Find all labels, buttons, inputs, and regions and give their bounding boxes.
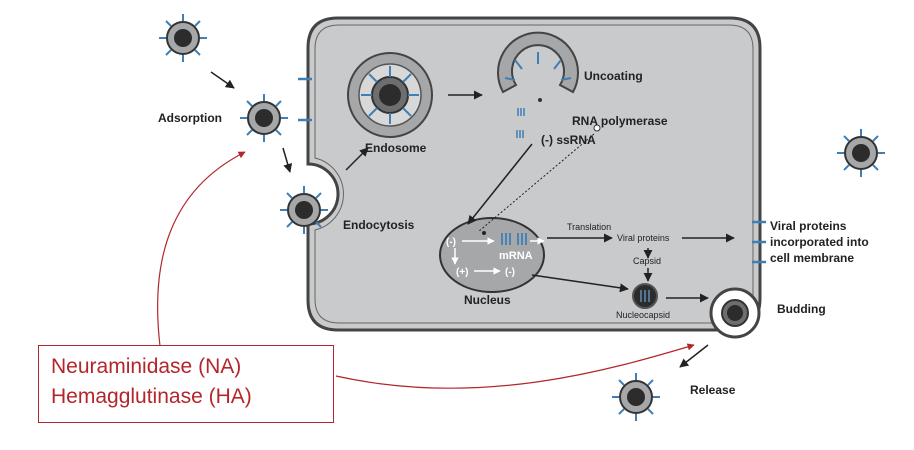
viral-proteins-line3: cell membrane	[770, 251, 854, 265]
release-label: Release	[690, 383, 736, 397]
viral-proteins-line2: incorporated into	[770, 235, 869, 249]
viral-proteins-line1: Viral proteins	[770, 219, 847, 233]
process-arrows	[210, 71, 735, 368]
callout-line-neuraminidase: Neuraminidase (NA)	[51, 355, 242, 378]
budding-particle	[721, 299, 749, 327]
nucleus	[439, 217, 545, 293]
neg-sign-label: (-)	[446, 237, 456, 248]
uncoating-shell	[497, 31, 579, 102]
callout-arrows	[157, 151, 695, 389]
neg-sign-2-label: (-)	[505, 267, 515, 278]
nucleocapsid-label: Nucleocapsid	[616, 310, 670, 320]
na-ha-callout-box: Neuraminidase (NA) Hemagglutinase (HA)	[38, 345, 334, 423]
virion-right	[837, 129, 885, 177]
adsorption-label: Adsorption	[158, 111, 222, 125]
pos-sign-label: (+)	[456, 267, 469, 278]
virion-adsorption	[240, 94, 288, 142]
endosome	[347, 52, 433, 138]
endosome-label: Endosome	[365, 141, 427, 155]
translation-label: Translation	[567, 222, 611, 232]
ssrna-label: (-) ssRNA	[541, 133, 596, 147]
viral-proteins-small-label: Viral proteins	[617, 233, 670, 243]
membrane-spikes	[298, 77, 766, 264]
capsid-label: Capsid	[633, 256, 661, 266]
budding-label: Budding	[777, 302, 826, 316]
virion-release	[612, 373, 660, 421]
rna-polymerase-icon	[593, 124, 601, 132]
ssrna-segments	[516, 108, 525, 138]
nucleus-label: Nucleus	[464, 293, 511, 307]
callout-line-hemagglutinase: Hemagglutinase (HA)	[51, 385, 252, 408]
endocytosis-label: Endocytosis	[343, 218, 415, 232]
virion-endocytosis	[280, 186, 328, 234]
rna-polymerase-label: RNA polymerase	[572, 114, 668, 128]
virion-top	[159, 14, 207, 62]
uncoating-label: Uncoating	[584, 69, 643, 83]
mrna-label: mRNA	[499, 250, 533, 262]
nucleocapsid-particle	[632, 283, 658, 309]
